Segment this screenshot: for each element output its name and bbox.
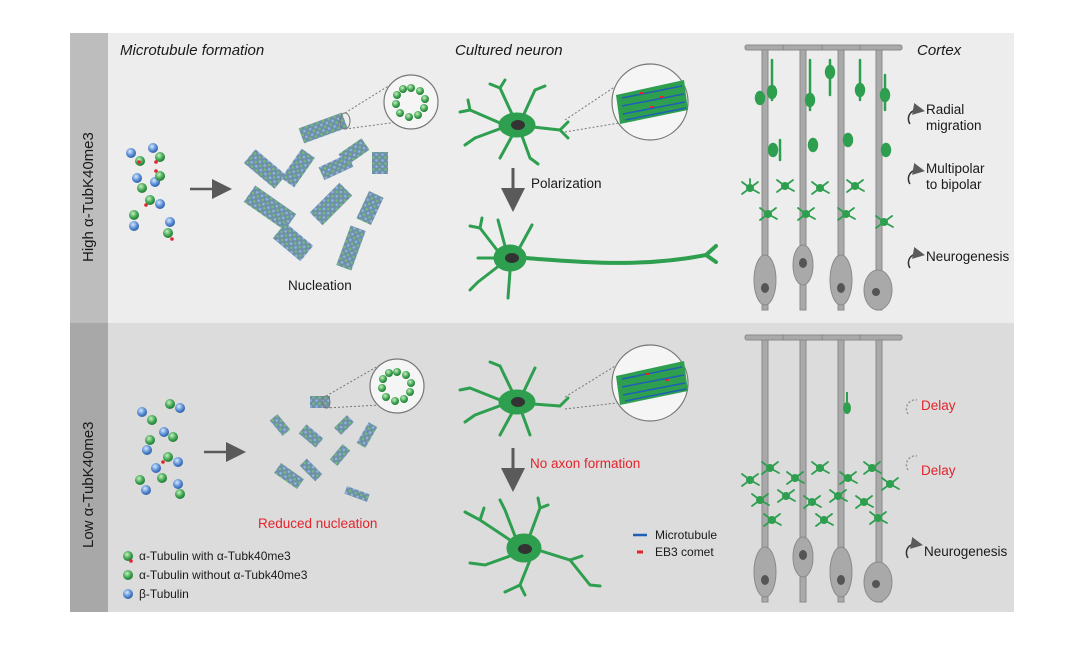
- col-header-neuron: Cultured neuron: [455, 42, 563, 59]
- legend-microtubule: Microtubule: [655, 528, 718, 542]
- label-multipolar-2: to bipolar: [926, 177, 982, 192]
- nucleus-bottom: [511, 397, 525, 407]
- low-row-band: [70, 323, 108, 612]
- label-nucleation: Nucleation: [288, 278, 352, 293]
- multipolar-cells-top: [741, 178, 894, 229]
- col-header-microtubule: Microtubule formation: [120, 42, 265, 59]
- microtubules-bottom: [269, 396, 378, 502]
- label-polarization: Polarization: [531, 176, 602, 191]
- high-row-band: [70, 33, 108, 323]
- multipolar-cells-bottom: [741, 461, 900, 527]
- low-panel: [70, 323, 1014, 612]
- label-delay-2: Delay: [921, 463, 956, 478]
- cortex-bottom: [741, 334, 923, 603]
- label-radial-1: Radial: [926, 102, 965, 117]
- mt-ring-top: [392, 84, 429, 121]
- nucleus-top: [511, 120, 525, 130]
- label-multipolar-1: Multipolar: [926, 161, 985, 176]
- axon-zoom-fill-bottom: [616, 361, 688, 405]
- legend-tub-with: α-Tubulin with α-Tubk40me3: [139, 549, 291, 563]
- label-neurogenesis-top: Neurogenesis: [926, 249, 1010, 264]
- microtubules-top: [243, 112, 388, 271]
- legend-beta: β-Tubulin: [139, 587, 189, 601]
- label-delay-1: Delay: [921, 398, 956, 413]
- free-tubulin-bottom: [135, 399, 185, 499]
- nucleus-top-polarized: [505, 253, 519, 263]
- neuron-top-polarized: [468, 216, 718, 300]
- mt-crosssection-top: [383, 74, 439, 130]
- legend-tub-without: α-Tubulin without α-Tubk40me3: [139, 568, 308, 582]
- free-tubulin-top: [126, 143, 175, 241]
- label-no-axon: No axon formation: [530, 456, 641, 471]
- axon-zoom-fill-top: [616, 80, 688, 124]
- label-radial-2: migration: [926, 118, 982, 133]
- high-panel: [70, 33, 1014, 323]
- legend-swatches: [123, 551, 133, 599]
- neuron-bottom-no-axon: [463, 496, 602, 597]
- legend-eb3: EB3 comet: [655, 545, 714, 559]
- col-header-cortex: Cortex: [917, 42, 962, 59]
- label-neurogenesis-bottom: Neurogenesis: [924, 544, 1008, 559]
- mt-ring-bottom: [378, 368, 415, 405]
- cortex-top: [741, 44, 925, 311]
- mt-crosssection-bottom: [369, 358, 425, 414]
- label-reduced-nucleation: Reduced nucleation: [258, 516, 378, 531]
- nucleus-bottom-no-axon: [518, 544, 532, 554]
